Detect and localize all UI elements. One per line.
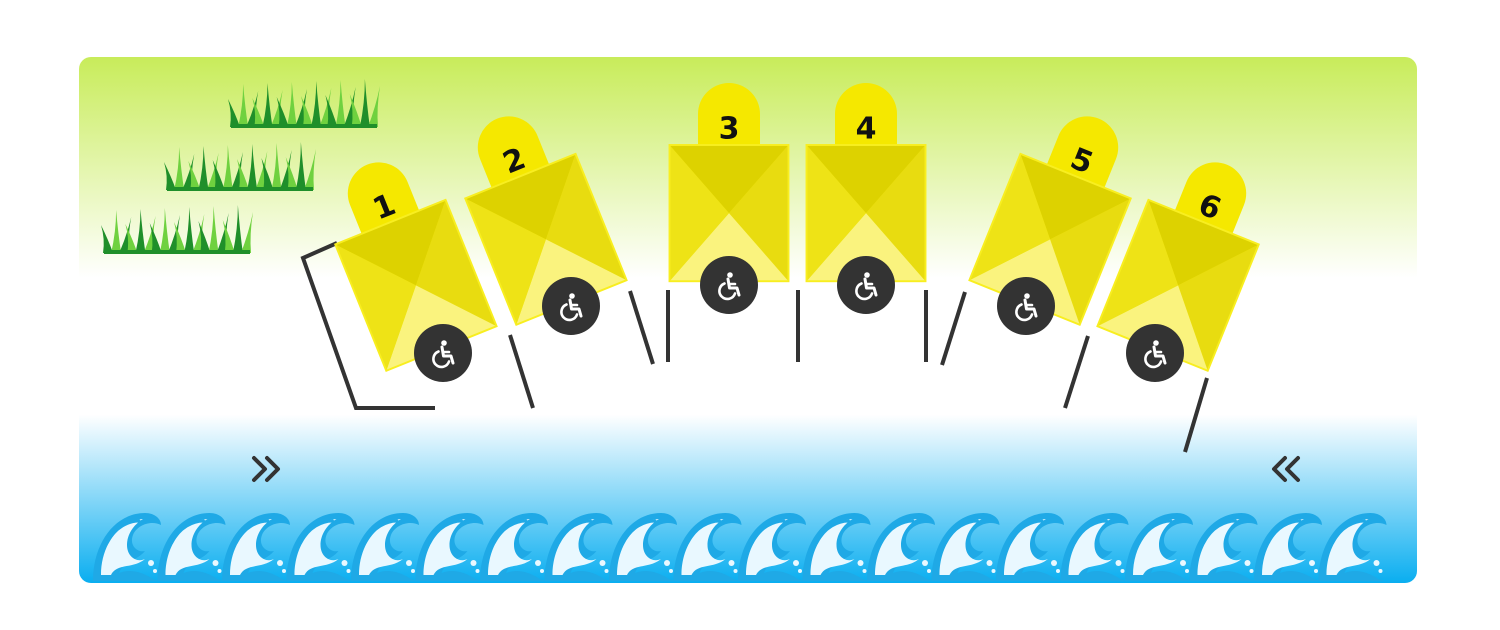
wheelchair-badge (414, 324, 472, 382)
grass-icon (228, 79, 380, 128)
wave-icon (996, 513, 1064, 581)
wave-icon (802, 513, 871, 581)
double-chevron-left-icon (1272, 456, 1300, 482)
wheelchair-badge (837, 256, 895, 314)
wave-icon (931, 513, 1000, 581)
spot-dividers (300, 241, 1209, 453)
divider-post (940, 291, 967, 366)
wave-icon (157, 513, 226, 581)
wave-icon (609, 513, 677, 581)
wave-icon (222, 513, 290, 581)
divider-post (628, 290, 655, 365)
cabin-number: 3 (719, 112, 740, 147)
wave-icon (351, 513, 419, 581)
wave-icon (1060, 513, 1129, 581)
wave-icon (286, 513, 355, 581)
wave-icon (867, 513, 935, 581)
wave-icon (673, 513, 742, 581)
wave-icon (738, 513, 806, 581)
cabin-spot: 1 (334, 162, 498, 372)
wave-icon (1318, 513, 1387, 581)
grass-icon (101, 205, 253, 254)
wheelchair-badge (542, 277, 600, 335)
cabin-spot: 2 (464, 116, 628, 326)
cabin-number: 4 (856, 112, 877, 147)
wave-icon (544, 513, 613, 581)
cabin-spot: 5 (968, 116, 1132, 326)
wave-icon (93, 513, 161, 581)
cabin-spot: 4 (805, 83, 927, 283)
divider-post (1063, 335, 1090, 409)
cabin-number-tab (698, 83, 760, 146)
wave-icon (1125, 513, 1193, 581)
wheelchair-badge (997, 277, 1055, 335)
wave-icon (1189, 513, 1258, 581)
grass-icon (164, 142, 316, 191)
grass-area (101, 79, 380, 254)
divider-post (1183, 377, 1209, 453)
double-chevron-right-icon (252, 456, 280, 482)
wave-icon (480, 513, 548, 581)
wheelchair-badge (700, 256, 758, 314)
wave-icon (415, 513, 484, 581)
sea-waves (93, 513, 1387, 581)
divider-post (508, 334, 535, 409)
wheelchair-badge (1126, 324, 1184, 382)
cabin-spot: 6 (1096, 162, 1260, 372)
cabin-spot: 3 (668, 83, 790, 283)
divider-bracket (300, 241, 435, 410)
cabin-number-tab (835, 83, 897, 146)
wave-icon (1254, 513, 1322, 581)
